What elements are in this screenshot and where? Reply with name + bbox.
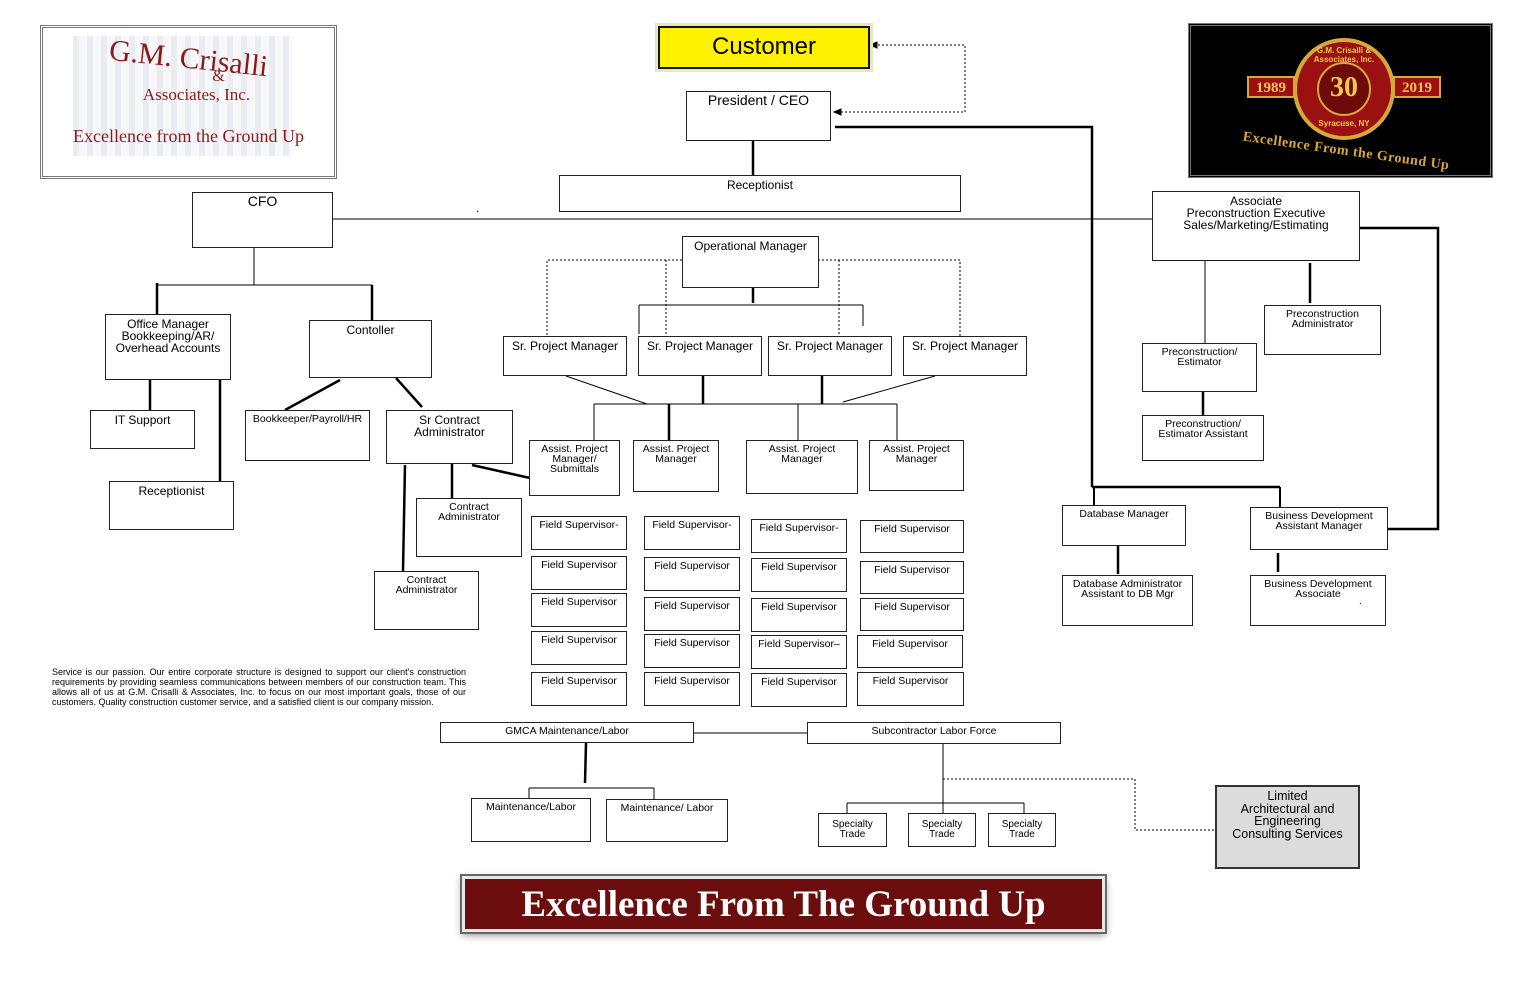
field-supervisor-box: Field Supervisor: [644, 597, 740, 631]
precon-estimator-box: Preconstruction/ Estimator: [1142, 343, 1257, 392]
gmca-maintenance-box: GMCA Maintenance/Labor: [440, 722, 694, 743]
mission-statement: Service is our passion. Our entire corpo…: [52, 667, 466, 707]
field-supervisor-box: Field Supervisor: [644, 557, 740, 591]
logo-name-line2: Associates, Inc.: [142, 85, 251, 104]
year-end: 2019: [1393, 76, 1441, 98]
president-right-line: [835, 125, 1094, 487]
subcontractor-limited-dotted: [943, 778, 1215, 831]
field-supervisor-box: Field Supervisor: [860, 561, 964, 594]
medal-city: Syracuse, NY: [1318, 119, 1370, 128]
gm-crisalli-logo: G.M. Crisalli & Associates, Inc. Excelle…: [40, 25, 337, 179]
specialty-trade-box-2: Specialty Trade: [908, 813, 976, 847]
specialty-trade-box-1: Specialty Trade: [818, 813, 887, 847]
sr-pm-box-2: Sr. Project Manager: [638, 336, 762, 376]
field-supervisor-box: Field Supervisor: [860, 520, 964, 553]
field-supervisor-box: Field Supervisor: [531, 672, 627, 706]
maintenance-labor-box-1: Maintenance/Labor: [471, 798, 591, 842]
bd-associate-dot: .: [1359, 596, 1362, 607]
sr-pm-box-1: Sr. Project Manager: [503, 336, 627, 376]
customer-box: Customer: [658, 26, 870, 69]
field-supervisor-box: Field Supervisor: [751, 673, 847, 707]
arrow-to-president: [832, 108, 842, 116]
assist-pm-box-1: Assist. Project Manager/ Submittals: [529, 440, 620, 496]
bd-associate-box: Business Development Associate: [1250, 575, 1386, 626]
subcontractor-labor-box: Subcontractor Labor Force: [807, 722, 1061, 744]
assist-pm-box-3: Assist. Project Manager: [746, 440, 858, 494]
controller-box: Contoller: [309, 320, 432, 378]
field-supervisor-box: Field Supervisor–: [751, 635, 847, 669]
anniversary-logo: 1989 2019 G.M. Crisalli & Associates, In…: [1188, 23, 1493, 178]
precon-admin-box: Preconstruction Administrator: [1264, 305, 1381, 355]
anniversary-number: 30: [1317, 62, 1371, 116]
database-manager-box: Database Manager: [1062, 505, 1186, 546]
field-supervisor-box: Field Supervisor: [751, 558, 847, 592]
office-manager-box: Office Manager Bookkeeping/AR/ Overhead …: [105, 314, 231, 380]
logo-ampersand: &: [212, 68, 225, 85]
anniversary-medal: G.M. Crisalli & Associates, Inc. 30 Syra…: [1293, 38, 1395, 140]
specialty-trade-box-3: Specialty Trade: [988, 813, 1056, 847]
sr-pm-box-4: Sr. Project Manager: [903, 336, 1027, 376]
field-supervisor-box: Field Supervisor: [531, 631, 627, 665]
field-supervisor-box: Field Supervisor: [857, 672, 964, 706]
field-supervisor-box: Field Supervisor: [644, 672, 740, 706]
customer-president-dotted-link: [834, 44, 966, 113]
assoc-bd-line: [1360, 226, 1440, 531]
operational-manager-box: Operational Manager: [682, 236, 819, 288]
stray-dot: .: [476, 201, 480, 215]
medal-ring-text: G.M. Crisalli & Associates, Inc.: [1313, 46, 1375, 64]
president-ceo-box: President / CEO: [686, 91, 831, 141]
building-watermark: [73, 36, 293, 156]
excellence-banner: Excellence From The Ground Up: [460, 874, 1107, 934]
sr-contract-admin-box: Sr Contract Administrator: [386, 410, 513, 464]
field-supervisor-box: Field Supervisor: [531, 593, 627, 627]
receptionist-left-box: Receptionist: [109, 481, 234, 530]
arrow-to-customer: [868, 41, 878, 49]
assist-pm-box-2: Assist. Project Manager: [633, 440, 719, 492]
it-support-box: IT Support: [90, 410, 195, 449]
ops-dotted-right: [818, 259, 961, 336]
contract-admin-box-1: Contract Administrator: [416, 498, 522, 557]
field-supervisor-box: Field Supervisor-: [644, 516, 740, 550]
bookkeeper-box: Bookkeeper/Payroll/HR: [245, 410, 370, 461]
field-supervisor-box: Field Supervisor: [531, 556, 627, 590]
logo-tagline: Excellence from the Ground Up: [73, 126, 304, 146]
assist-pm-box-4: Assist. Project Manager: [869, 440, 964, 491]
limited-consulting-box: Limited Architectural and Engineering Co…: [1215, 785, 1360, 869]
field-supervisor-box: Field Supervisor: [860, 598, 964, 631]
database-admin-box: Database Administrator Assistant to DB M…: [1062, 575, 1193, 626]
bd-assistant-manager-box: Business Development Assistant Manager: [1250, 507, 1388, 550]
field-supervisor-box: Field Supervisor: [857, 635, 963, 668]
sr-pm-box-3: Sr. Project Manager: [768, 336, 892, 376]
cfo-box: CFO: [192, 192, 333, 248]
field-supervisor-box: Field Supervisor: [751, 598, 847, 632]
year-start: 1989: [1247, 76, 1295, 98]
ops-dotted-left: [546, 259, 682, 336]
maintenance-labor-box-2: Maintenance/ Labor: [606, 799, 728, 842]
field-supervisor-box: Field Supervisor-: [751, 519, 847, 553]
field-supervisor-box: Field Supervisor-: [531, 516, 627, 550]
receptionist-top-box: Receptionist: [559, 175, 961, 212]
contract-admin-box-2: Contract Administrator: [374, 571, 479, 630]
precon-estimator-assistant-box: Preconstruction/ Estimator Assistant: [1142, 415, 1264, 461]
field-supervisor-box: Field Supervisor: [644, 634, 740, 668]
associate-precon-box: Associate Preconstruction Executive Sale…: [1152, 191, 1360, 261]
